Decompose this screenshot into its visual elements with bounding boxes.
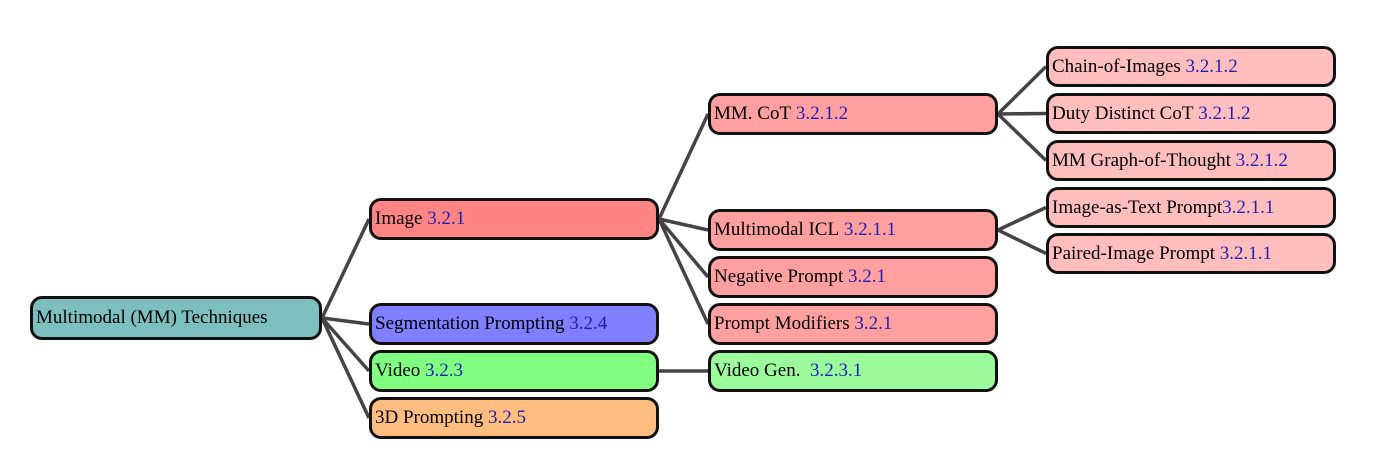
node-label: Image bbox=[375, 208, 423, 229]
node-label: MM Graph-of-Thought bbox=[1052, 149, 1231, 171]
section-ref: 3.2.1 bbox=[854, 313, 893, 334]
node-image: Image 3.2.1 bbox=[369, 198, 659, 240]
section-ref: 3.2.3.1 bbox=[809, 360, 863, 381]
node-3d-prompting: 3D Prompting 3.2.5 bbox=[369, 397, 659, 439]
node-video-gen: Video Gen. 3.2.3.1 bbox=[708, 350, 998, 392]
edge-multimodal_icl-to-image_as_text_prompt bbox=[997, 205, 1047, 232]
section-ref: 3.2.4 bbox=[569, 313, 608, 334]
edge-multimodal_icl-to-paired_image_prompt bbox=[997, 228, 1047, 256]
node-label: Duty Distinct CoT bbox=[1052, 102, 1194, 124]
node-negative-prompt: Negative Prompt 3.2.1 bbox=[708, 256, 998, 298]
section-ref: 3.2.1.2 bbox=[1198, 102, 1251, 124]
section-ref: 3.2.1.2 bbox=[1185, 55, 1238, 77]
node-prompt-modifiers: Prompt Modifiers 3.2.1 bbox=[708, 303, 998, 345]
node-mm-graph-of-thought: MM Graph-of-Thought 3.2.1.2 bbox=[1046, 140, 1336, 181]
node-duty-distinct-cot: Duty Distinct CoT 3.2.1.2 bbox=[1046, 93, 1336, 134]
node-segmentation-prompting: Segmentation Prompting 3.2.4 bbox=[369, 303, 659, 345]
node-label: Multimodal (MM) Techniques bbox=[36, 307, 268, 328]
node-video: Video 3.2.3 bbox=[369, 350, 659, 392]
node-label: Video bbox=[375, 360, 421, 381]
section-ref: 3.2.1 bbox=[427, 208, 466, 229]
edge-image-to-negative_prompt bbox=[657, 217, 710, 279]
edge-root-to-threed bbox=[320, 317, 371, 419]
edge-image-to-multimodal_icl bbox=[658, 217, 709, 232]
section-ref: 3.2.3 bbox=[425, 360, 464, 381]
node-label: Image-as-Text Prompt bbox=[1052, 196, 1223, 218]
node-multimodal-icl: Multimodal ICL 3.2.1.1 bbox=[708, 209, 998, 251]
section-ref: 3.2.1.1 bbox=[843, 219, 897, 240]
node-label: Negative Prompt bbox=[714, 266, 844, 287]
section-ref: 3.2.1.1 bbox=[1222, 196, 1275, 218]
edge-mm_cot-to-duty_distinct_cot bbox=[997, 111, 1047, 116]
node-label: 3D Prompting bbox=[375, 407, 484, 428]
node-multimodal-techniques: Multimodal (MM) Techniques bbox=[30, 296, 322, 340]
edge-mm_cot-to-chain_of_images bbox=[996, 65, 1048, 116]
node-label: Multimodal ICL bbox=[714, 219, 840, 240]
edge-mm_cot-to-mm_graph_of_thought bbox=[996, 112, 1048, 162]
edge-root-to-image bbox=[320, 218, 371, 319]
node-paired-image-prompt: Paired-Image Prompt 3.2.1.1 bbox=[1046, 233, 1336, 274]
node-label: Chain-of-Images bbox=[1052, 55, 1181, 77]
section-ref: 3.2.5 bbox=[487, 407, 526, 428]
section-ref: 3.2.1.2 bbox=[1235, 149, 1288, 171]
node-label: Paired-Image Prompt bbox=[1052, 242, 1216, 264]
section-ref: 3.2.1 bbox=[848, 266, 887, 287]
edge-root-to-video bbox=[320, 316, 371, 373]
node-label: Segmentation Prompting bbox=[375, 313, 565, 334]
node-label: Prompt Modifiers bbox=[714, 313, 850, 334]
node-label: Video Gen. bbox=[714, 360, 801, 381]
node-label: MM. CoT bbox=[714, 103, 792, 124]
edge-image-to-mm_cot bbox=[657, 113, 710, 220]
node-chain-of-images: Chain-of-Images 3.2.1.2 bbox=[1046, 46, 1336, 87]
section-ref: 3.2.1.2 bbox=[795, 103, 849, 124]
section-ref: 3.2.1.1 bbox=[1219, 242, 1273, 264]
node-mm-cot: MM. CoT 3.2.1.2 bbox=[708, 93, 998, 135]
edge-image-to-prompt_modifiers bbox=[657, 218, 710, 325]
edge-root-to-segmentation bbox=[321, 316, 370, 326]
